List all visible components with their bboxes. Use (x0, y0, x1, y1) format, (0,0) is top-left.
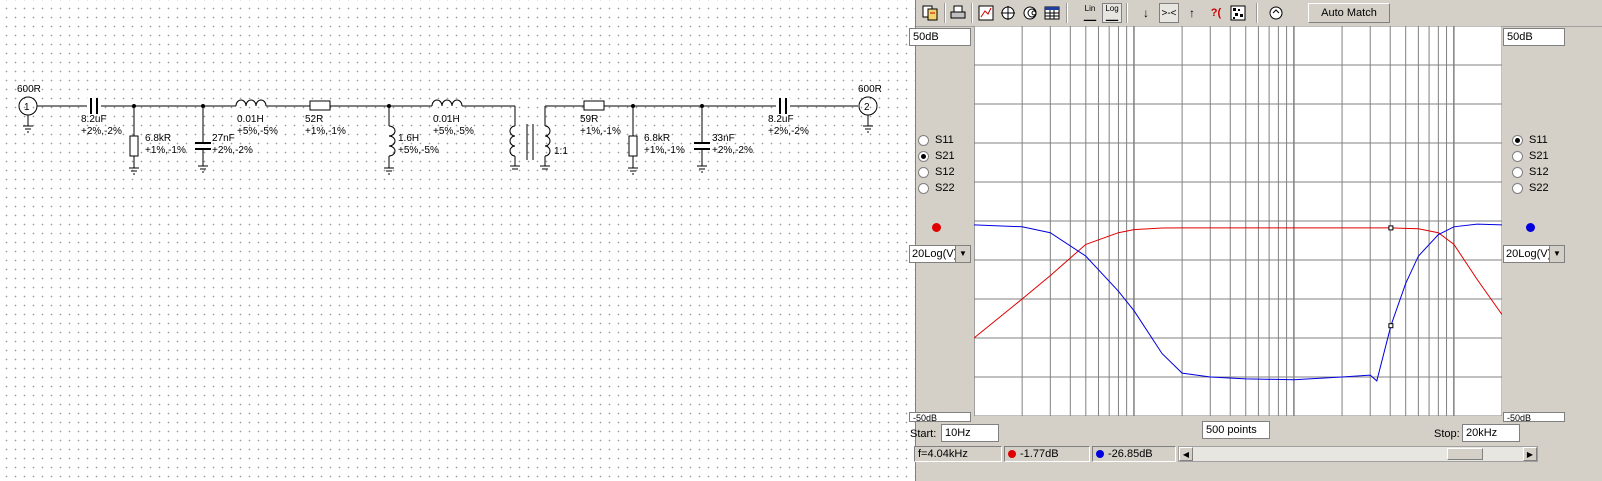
red-trace-value: -1.77dB (1020, 448, 1059, 460)
left-param-s22[interactable]: S22 (918, 180, 955, 196)
cursor-marker-s21 (1388, 225, 1394, 231)
load-impedance: 600R (858, 84, 882, 95)
left-param-s12[interactable]: S12 (918, 164, 955, 180)
c4-tolerance: +2%,-2% (768, 126, 809, 137)
print-icon[interactable] (948, 3, 968, 23)
scroll-thumb[interactable] (1447, 448, 1483, 460)
scroll-left-icon[interactable]: ◀ (1179, 447, 1193, 461)
right-scale-select[interactable]: 20Log(V)▼ (1503, 245, 1565, 263)
r2-tolerance: +1%,-1% (305, 126, 346, 137)
arrow-up-icon[interactable]: ↑ (1189, 6, 1195, 20)
cursor-frequency: f=4.04kHz (914, 446, 1002, 462)
c1-tolerance: +2%,-2% (81, 126, 122, 137)
red-trace-readout: -1.77dB (1004, 446, 1090, 462)
transformer-ratio: 1:1 (554, 146, 568, 157)
start-label: Start: (910, 428, 937, 440)
frequency-scrollbar[interactable]: ◀ ▶ (1178, 446, 1538, 462)
analyzer-panel: Lin▁▁ Log▁▁ ↓ >-< ↑ ?( Auto Match 50dB S… (909, 0, 1602, 481)
r1-tolerance: +1%,-1% (145, 145, 186, 156)
r4-tolerance: +1%,-1% (644, 145, 685, 156)
r1-value: 6.8kR (145, 133, 171, 144)
l2-tolerance: +5%,-5% (398, 145, 439, 156)
left-trace-color-dot (932, 223, 941, 232)
left-axis-bottom-field[interactable]: -50dB (909, 412, 971, 422)
r3-tolerance: +1%,-1% (580, 126, 621, 137)
crosshair-icon[interactable] (998, 3, 1018, 23)
response-chart (974, 26, 1502, 416)
source-impedance: 600R (17, 84, 41, 95)
l1-value: 0.01H (237, 114, 264, 125)
start-freq-field[interactable]: 10Hz (941, 424, 999, 442)
trace-s21 (974, 227, 1502, 339)
c3-tolerance: +2%,-2% (712, 145, 753, 156)
blue-dot-icon (1096, 450, 1104, 458)
points-field[interactable]: 500 points (1202, 421, 1270, 439)
smith-chart-icon[interactable] (1020, 3, 1040, 23)
l1-tolerance: +5%,-5% (237, 126, 278, 137)
left-axis-top-field[interactable]: 50dB (909, 28, 971, 46)
cursor-icon[interactable]: >-< (1159, 3, 1179, 23)
right-param-s22[interactable]: S22 (1512, 180, 1549, 196)
copy-icon[interactable] (920, 3, 940, 23)
schematic-drawing: 1 2 600R 600R 8.2uF +2%,-2% 6.8kR +1%,-1… (17, 84, 882, 175)
left-param-s21[interactable]: S21 (918, 148, 955, 164)
l3-value: 0.01H (433, 114, 460, 125)
c3-value: 33nF (712, 133, 735, 144)
blue-trace-value: -26.85dB (1108, 448, 1153, 460)
lock-icon[interactable] (1266, 3, 1286, 23)
right-param-s21[interactable]: S21 (1512, 148, 1549, 164)
c4-value: 8.2uF (768, 114, 794, 125)
right-axis-top-field[interactable]: 50dB (1503, 28, 1565, 46)
analyzer-toolbar: Lin▁▁ Log▁▁ ↓ >-< ↑ ?( Auto Match (916, 0, 1602, 27)
arrow-down-icon[interactable]: ↓ (1143, 6, 1149, 20)
noise-icon[interactable] (1228, 3, 1248, 23)
source-port-number: 1 (24, 102, 30, 113)
stop-label: Stop: (1434, 428, 1460, 440)
log-scale-icon[interactable]: Log▁▁ (1102, 3, 1122, 23)
stop-freq-field[interactable]: 20kHz (1462, 424, 1520, 442)
cursor-marker-s11 (1388, 323, 1394, 329)
schematic-canvas[interactable]: 1 2 600R 600R 8.2uF +2%,-2% 6.8kR +1%,-1… (0, 0, 915, 481)
scroll-right-icon[interactable]: ▶ (1523, 447, 1537, 461)
r3-value: 59R (580, 114, 598, 125)
trace-s11 (974, 223, 1502, 382)
help-icon[interactable]: ?( (1210, 7, 1222, 19)
l3-tolerance: +5%,-5% (433, 126, 474, 137)
auto-match-button[interactable]: Auto Match (1308, 3, 1390, 23)
table-icon[interactable] (1042, 3, 1062, 23)
r4-value: 6.8kR (644, 133, 670, 144)
right-param-s12[interactable]: S12 (1512, 164, 1549, 180)
blue-trace-readout: -26.85dB (1092, 446, 1176, 462)
left-param-s11[interactable]: S11 (918, 132, 954, 148)
response-plot[interactable] (974, 26, 1502, 416)
chart-icon[interactable] (976, 3, 996, 23)
c2-value: 27nF (212, 133, 235, 144)
c2-tolerance: +2%,-2% (212, 145, 253, 156)
right-param-s11[interactable]: S11 (1512, 132, 1548, 148)
red-dot-icon (1008, 450, 1016, 458)
l2-value: 1.6H (398, 133, 419, 144)
left-scale-select[interactable]: 20Log(V)▼ (909, 245, 971, 263)
right-trace-color-dot (1526, 223, 1535, 232)
load-port-number: 2 (864, 102, 870, 113)
c1-value: 8.2uF (81, 114, 107, 125)
lin-scale-icon[interactable]: Lin▁▁ (1083, 4, 1097, 21)
r2-value: 52R (305, 114, 323, 125)
right-axis-bottom-field[interactable]: -50dB (1503, 412, 1565, 422)
